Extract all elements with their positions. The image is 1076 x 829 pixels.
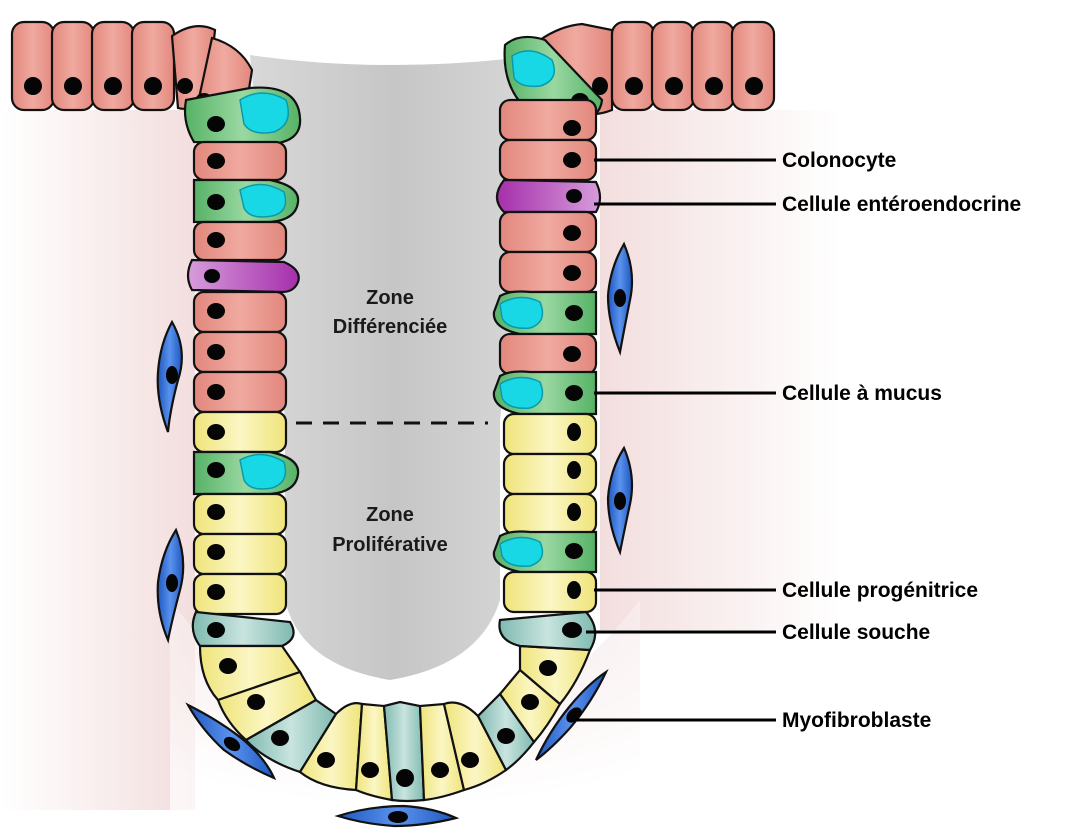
crypt-lumen [250, 55, 540, 680]
label-progenitor-cell: Cellule progénitrice [782, 579, 978, 602]
zone-differentiated-line2: Différenciée [333, 316, 448, 338]
zone-proliferative-line2: Proliférative [332, 534, 448, 556]
crypt-wall-right [494, 100, 600, 650]
label-stem-cell: Cellule souche [782, 621, 930, 644]
label-colonocyte: Colonocyte [782, 149, 896, 172]
label-mucus-cell: Cellule à mucus [782, 382, 942, 405]
zone-differentiated-line1: Zone [366, 287, 414, 309]
label-myofibroblast: Myofibroblaste [782, 709, 931, 732]
crypt-wall-left [185, 88, 300, 646]
zone-proliferative-line1: Zone [366, 504, 414, 526]
label-enteroendocrine: Cellule entéroendocrine [782, 193, 1021, 216]
